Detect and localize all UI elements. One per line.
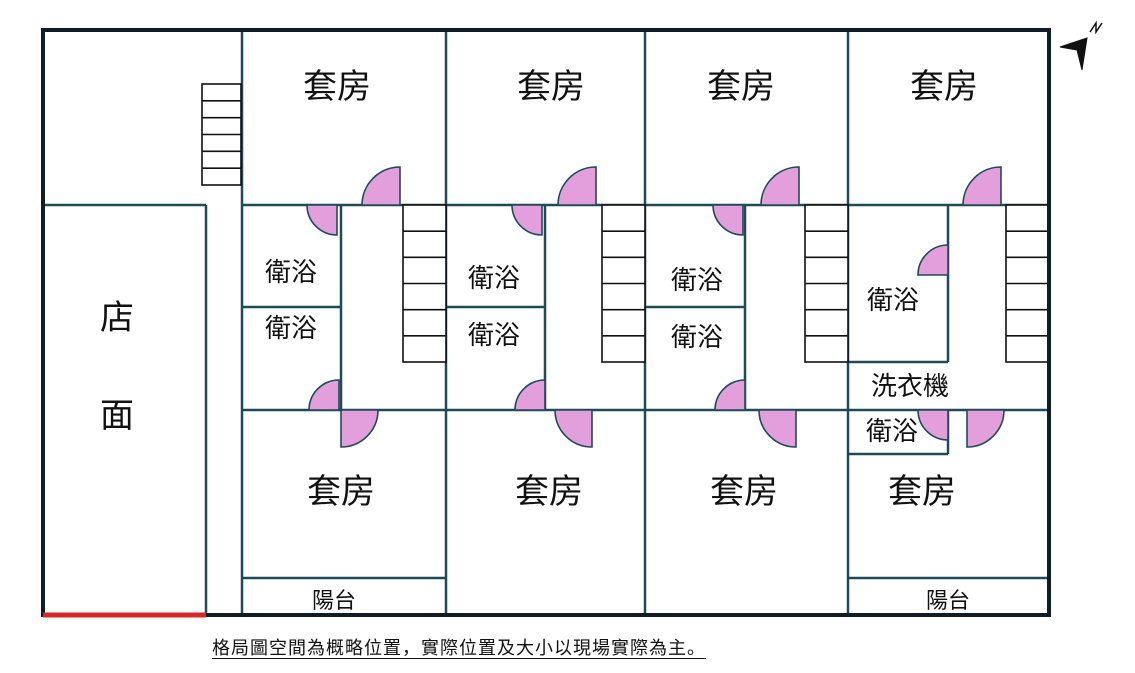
door-swing-icon: [962, 166, 1002, 206]
staircase-icon: [201, 83, 242, 186]
room-label-shop-1: 店: [100, 298, 134, 338]
room-label-bath-4a: 衛浴: [867, 286, 919, 316]
door-swing-icon: [917, 409, 949, 441]
door-swing-icon: [514, 379, 546, 411]
room-label-suite-bottom-4: 套房: [888, 472, 956, 512]
door-swing-icon: [361, 166, 401, 206]
room-label-suite-bottom-3: 套房: [710, 472, 778, 512]
room-label-shop-2: 面: [100, 396, 134, 436]
room-label-bath-1a: 衛浴: [265, 258, 317, 288]
staircase-icon: [804, 204, 849, 363]
room-label-suite-top-2: 套房: [517, 67, 585, 107]
room-label-laundry: 洗衣機: [871, 372, 949, 402]
staircase-icon: [601, 204, 646, 363]
room-label-balcony-2: 陽台: [926, 589, 970, 614]
door-swing-icon: [917, 244, 949, 276]
door-swing-icon: [306, 204, 338, 236]
room-label-bath-2b: 衛浴: [468, 321, 520, 351]
disclaimer-note: 格局圖空間為概略位置，實際位置及大小以現場實際為主。: [212, 638, 706, 659]
room-label-suite-bottom-1: 套房: [307, 472, 375, 512]
room-label-bath-4b: 衛浴: [866, 417, 918, 447]
door-swing-icon: [554, 409, 593, 448]
north-arrow-icon: [1059, 20, 1103, 71]
room-label-bath-2a: 衛浴: [468, 264, 520, 294]
room-label-balcony-1: 陽台: [312, 589, 356, 614]
room-label-bath-1b: 衛浴: [265, 314, 317, 344]
door-swing-icon: [511, 204, 543, 236]
room-label-suite-bottom-2: 套房: [515, 472, 583, 512]
room-label-suite-top-1: 套房: [303, 67, 371, 107]
outer-wall: [41, 28, 1051, 617]
staircase-icon: [1005, 204, 1050, 363]
room-label-suite-top-3: 套房: [707, 67, 775, 107]
door-swing-icon: [308, 379, 340, 411]
doors-group: [306, 166, 1005, 448]
door-swing-icon: [758, 409, 797, 448]
door-swing-icon: [712, 204, 744, 236]
interior-walls: [43, 30, 1049, 615]
door-swing-icon: [760, 166, 800, 206]
door-swing-icon: [714, 379, 746, 411]
room-label-bath-3b: 衛浴: [671, 323, 723, 353]
room-label-bath-3a: 衛浴: [671, 266, 723, 296]
door-swing-icon: [966, 409, 1005, 448]
staircase-icon: [402, 204, 447, 363]
door-swing-icon: [340, 409, 379, 448]
room-label-suite-top-4: 套房: [910, 67, 978, 107]
stairs-group: [201, 83, 1050, 363]
door-swing-icon: [557, 166, 597, 206]
